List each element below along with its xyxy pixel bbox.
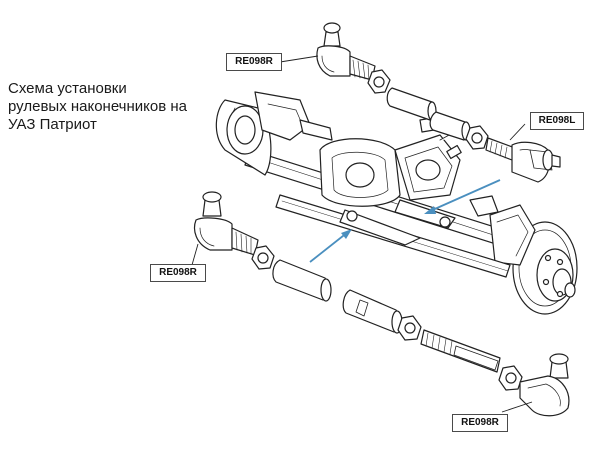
upper-tie-rod-assembly (316, 22, 561, 183)
part-label-top-right: RE098L (530, 112, 584, 130)
part-label-top-left: RE098R (226, 53, 282, 71)
callout-lines (189, 55, 533, 413)
tie-rod-end-bottom-right (519, 353, 570, 417)
tie-rod-end-middle-left (193, 191, 259, 256)
tie-rod-end-top-right (511, 141, 561, 183)
caption-line-2: рулевых наконечников на (8, 98, 187, 115)
caption-line-3: УАЗ Патриот (8, 116, 97, 133)
part-label-bottom-right: RE098R (452, 414, 508, 432)
caption-line-1: Схема установки (8, 80, 127, 97)
tie-rod-end-top-left (316, 22, 376, 81)
direction-arrows (309, 179, 501, 263)
diagram-caption: Схема установки рулевых наконечников на … (8, 80, 228, 134)
axle-assembly (215, 91, 578, 315)
lower-tie-rod-assembly (193, 191, 570, 417)
part-label-middle-left: RE098R (150, 264, 206, 282)
